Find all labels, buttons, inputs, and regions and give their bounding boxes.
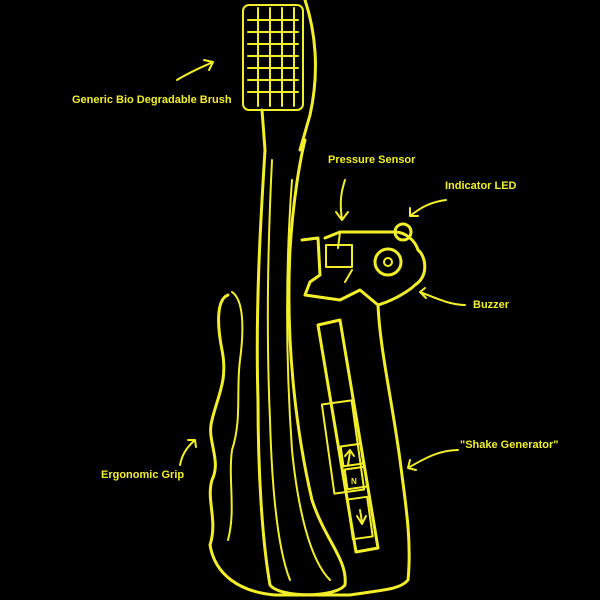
label-pressure-sensor: Pressure Sensor [328, 154, 416, 166]
label-buzzer: Buzzer [473, 299, 510, 311]
arrow-pressure-icon [335, 179, 349, 221]
arrow-buzzer-icon [419, 287, 466, 306]
arrow-grip-icon [179, 439, 197, 466]
arrow-led-icon [409, 199, 447, 217]
annotation-arrows [176, 59, 466, 471]
arrow-brush-icon [176, 59, 214, 81]
brush-head [242, 0, 317, 152]
buzzer [373, 247, 403, 277]
sensor-block [325, 244, 353, 268]
shake-generator [316, 318, 380, 554]
arrow-up-icon [344, 449, 355, 466]
arrow-down-icon [356, 509, 367, 525]
label-indicator-led: Indicator LED [445, 180, 517, 192]
arrow-shake-icon [407, 449, 459, 471]
pressure-sensor [300, 230, 427, 307]
indicator-led [393, 222, 413, 242]
label-shake-generator: "Shake Generator" [460, 439, 559, 451]
label-brush: Generic Bio Degradable Brush [72, 94, 232, 106]
label-ergonomic-grip: Ergonomic Grip [101, 469, 185, 481]
brush-handle [255, 108, 347, 597]
magnet-letter: N [351, 477, 357, 486]
ergonomic-grip [208, 293, 411, 597]
